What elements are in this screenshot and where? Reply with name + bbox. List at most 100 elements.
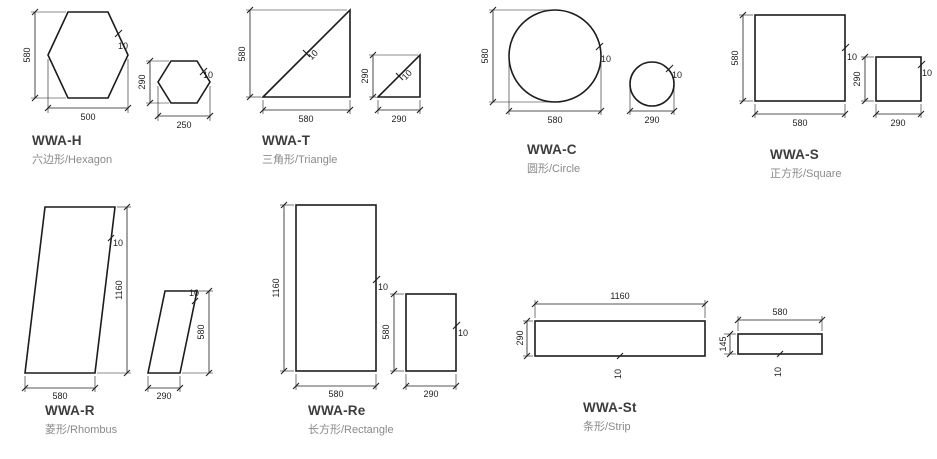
- hexagon-large-height-dim: 580: [22, 8, 66, 102]
- triangle-small-thickness: 10: [400, 68, 414, 82]
- strip-drawing: 10 1160 290 10 580 145: [515, 291, 826, 379]
- rhombus-large-height: 1160: [114, 280, 124, 299]
- circle-small-thickness: 10: [672, 70, 682, 80]
- hexagon-large-width: 500: [80, 112, 95, 122]
- strip-small-width: 580: [772, 307, 787, 317]
- rectangle-large-width: 580: [328, 389, 343, 399]
- triangle-panel: 10 580 580 10 290 290: [235, 4, 445, 132]
- square-small-height: 290: [852, 71, 862, 86]
- strip-large-shape: 10: [534, 320, 706, 379]
- hexagon-small-height-dim: 290: [137, 57, 169, 107]
- triangle-small-width: 290: [391, 114, 406, 124]
- rhombus-label: WWA-R 菱形/Rhombus: [45, 403, 117, 437]
- rectangle-large-shape: 10: [295, 204, 388, 372]
- square-large-width: 580: [792, 118, 807, 128]
- hexagon-label: WWA-H 六边形/Hexagon: [32, 133, 112, 167]
- rhombus-small-thickness: 10: [189, 288, 199, 298]
- strip-panel: 10 1160 290 10 580 145: [515, 286, 845, 398]
- rhombus-small-height: 580: [196, 324, 206, 339]
- circle-large-thickness: 10: [601, 54, 611, 64]
- triangle-large-shape: 10: [261, 8, 351, 98]
- strip-large-width-dim: 1160: [531, 291, 709, 318]
- strip-small-width-dim: 580: [734, 307, 826, 331]
- circle-code: WWA-C: [527, 142, 577, 157]
- strip-small-height: 145: [718, 336, 728, 351]
- circle-name: 圆形/Circle: [527, 163, 581, 175]
- square-code: WWA-S: [770, 147, 819, 162]
- square-name: 正方形/Square: [770, 168, 842, 180]
- triangle-small-shape: 10: [376, 53, 421, 98]
- rectangle-small-width: 290: [423, 389, 438, 399]
- hexagon-large-thickness: 10: [118, 41, 128, 51]
- circle-large-height-dim: 580: [480, 6, 553, 106]
- square-large-thickness: 10: [847, 52, 857, 62]
- square-panel: 10 580 580 10 290 290: [725, 6, 935, 132]
- square-large-height: 580: [730, 50, 740, 65]
- strip-code: WWA-St: [583, 400, 637, 415]
- strip-name: 条形/Strip: [583, 421, 631, 433]
- triangle-small-height-dim: 290: [360, 51, 418, 101]
- strip-small-shape: 10: [737, 333, 823, 377]
- triangle-large-thickness: 10: [306, 48, 320, 62]
- rectangle-small-width-dim: 290: [402, 374, 460, 399]
- rectangle-large-width-dim: 580: [292, 374, 380, 399]
- rectangle-name: 长方形/Rectangle: [308, 424, 394, 436]
- rectangle-drawing: 10 1160 580 10 580 290: [271, 201, 468, 399]
- hexagon-code: WWA-H: [32, 133, 82, 148]
- rectangle-small-height-dim: 580: [381, 290, 404, 375]
- hexagon-large-height: 580: [22, 47, 32, 62]
- triangle-small-height: 290: [360, 68, 370, 83]
- rectangle-large-thickness: 10: [378, 282, 388, 292]
- hexagon-drawing: 10 580 500 10 290 250: [22, 8, 214, 130]
- hexagon-large-width-dim: 500: [44, 59, 132, 122]
- rectangle-code: WWA-Re: [308, 403, 366, 418]
- rectangle-small-shape: 10: [405, 293, 468, 372]
- square-small-width-dim: 290: [872, 104, 925, 128]
- strip-small-height-dim: 145: [718, 330, 736, 358]
- rhombus-code: WWA-R: [45, 403, 95, 418]
- rhombus-name: 菱形/Rhombus: [45, 424, 118, 436]
- triangle-large-width: 580: [298, 114, 313, 124]
- circle-small-width: 290: [644, 115, 659, 125]
- rhombus-large-width: 580: [52, 391, 67, 401]
- hexagon-small-thickness: 10: [203, 70, 213, 80]
- triangle-label: WWA-T 三角形/Triangle: [262, 133, 337, 167]
- square-label: WWA-S 正方形/Square: [770, 147, 842, 181]
- rhombus-large-shape: 10: [24, 206, 123, 374]
- hexagon-large-shape: 10: [47, 11, 129, 99]
- rhombus-large-thickness: 10: [113, 238, 123, 248]
- strip-large-thickness: 10: [613, 369, 623, 379]
- strip-large-width: 1160: [610, 291, 629, 301]
- square-drawing: 10 580 580 10 290 290: [730, 11, 932, 128]
- rectangle-label: WWA-Re 长方形/Rectangle: [308, 403, 394, 437]
- circle-large-width-dim: 580: [505, 60, 605, 125]
- hexagon-small-width: 250: [176, 120, 191, 130]
- hexagon-panel: 10 580 500 10 290 250: [18, 4, 230, 132]
- circle-panel: 10 580 580 10 290: [475, 4, 695, 139]
- rhombus-small-width: 290: [156, 391, 171, 401]
- square-small-width: 290: [890, 118, 905, 128]
- triangle-large-height-dim: 580: [237, 6, 347, 101]
- circle-large-height: 580: [480, 48, 490, 63]
- circle-large-shape: 10: [508, 9, 611, 103]
- hexagon-name: 六边形/Hexagon: [32, 154, 113, 166]
- rectangle-large-height: 1160: [271, 278, 281, 297]
- circle-large-width: 580: [547, 115, 562, 125]
- circle-label: WWA-C 圆形/Circle: [527, 142, 580, 176]
- circle-small-shape: 10: [629, 61, 682, 107]
- triangle-large-width-dim: 580: [259, 100, 354, 124]
- square-large-width-dim: 580: [751, 104, 849, 128]
- hexagon-small-height: 290: [137, 74, 147, 89]
- triangle-large-height: 580: [237, 46, 247, 61]
- circle-drawing: 10 580 580 10 290: [480, 6, 682, 125]
- circle-small-width-dim: 290: [626, 88, 678, 125]
- hexagon-small-width-dim: 250: [154, 86, 214, 130]
- strip-large-height-dim: 290: [515, 317, 533, 360]
- rhombus-small-height-dim: 580: [182, 287, 213, 377]
- rhombus-small-shape: 10: [147, 288, 199, 374]
- rhombus-large-width-dim: 580: [21, 376, 99, 401]
- rectangle-small-height: 580: [381, 324, 391, 339]
- square-small-shape: 10: [875, 56, 932, 102]
- triangle-small-width-dim: 290: [374, 100, 424, 124]
